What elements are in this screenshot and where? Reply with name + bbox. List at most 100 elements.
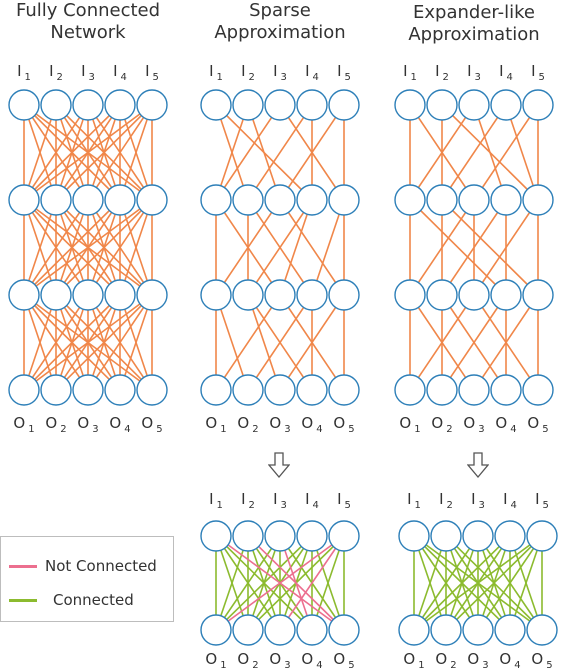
sparse-bipartite-node bbox=[328, 614, 360, 646]
connected-edge bbox=[215, 535, 313, 631]
expander-bipartite-node bbox=[494, 520, 526, 552]
title-sparse: Sparse Approximation bbox=[190, 0, 370, 44]
node-layer bbox=[8, 89, 558, 646]
expander-edge bbox=[441, 104, 507, 201]
connected-edge bbox=[509, 535, 543, 631]
expander-bipartite-node bbox=[398, 520, 430, 552]
fully-connected-edge bbox=[119, 199, 153, 296]
connected-edge bbox=[215, 535, 249, 631]
sparse-node bbox=[296, 184, 328, 216]
expander-bipartite-node bbox=[430, 520, 462, 552]
connected-edge bbox=[445, 535, 543, 631]
down-arrow-icon bbox=[268, 452, 290, 478]
fully-connected-node bbox=[40, 184, 72, 216]
sparse-bipartite-node bbox=[200, 614, 232, 646]
fully-connected-node bbox=[8, 89, 40, 121]
sparse-edge bbox=[215, 104, 249, 201]
down-arrow-icon bbox=[467, 452, 489, 478]
sparse-node bbox=[232, 184, 264, 216]
expander-node bbox=[458, 89, 490, 121]
expander-node bbox=[458, 279, 490, 311]
connected-edge bbox=[413, 535, 543, 631]
legend-label-connected: Connected bbox=[53, 591, 134, 609]
sparse-edge bbox=[311, 199, 345, 296]
expander-bipartite-node bbox=[526, 520, 558, 552]
fully-connected-node bbox=[104, 374, 136, 406]
sparse-edge bbox=[279, 294, 345, 391]
fully-connected-edge bbox=[23, 199, 89, 296]
expander-node bbox=[394, 279, 426, 311]
not-connected-edge bbox=[279, 535, 313, 631]
sparse-edge bbox=[279, 199, 313, 296]
sparse-node bbox=[232, 89, 264, 121]
sparse-node bbox=[232, 279, 264, 311]
fully-connected-node bbox=[40, 374, 72, 406]
title-fully-line2: Network bbox=[50, 22, 126, 43]
expander-edge bbox=[473, 104, 507, 201]
expander-node bbox=[426, 184, 458, 216]
fully-connected-edge bbox=[23, 294, 89, 391]
sparse-edge bbox=[215, 199, 281, 296]
sparse-node bbox=[200, 374, 232, 406]
sparse-node bbox=[264, 374, 296, 406]
expander-edge bbox=[473, 199, 539, 296]
expander-bipartite-node bbox=[462, 520, 494, 552]
title-fully-connected: Fully Connected Network bbox=[0, 0, 176, 44]
sparse-node bbox=[296, 89, 328, 121]
fully-connected-node bbox=[72, 184, 104, 216]
sparse-edge bbox=[247, 294, 313, 391]
expander-node bbox=[522, 279, 554, 311]
expander-edge bbox=[505, 104, 539, 201]
sparse-node bbox=[328, 89, 360, 121]
fully-connected-edge bbox=[87, 104, 153, 201]
sparse-bipartite-node bbox=[264, 520, 296, 552]
expander-edge bbox=[409, 294, 475, 391]
sparse-edge bbox=[247, 294, 281, 391]
expander-node bbox=[522, 184, 554, 216]
fully-connected-node bbox=[136, 279, 168, 311]
sparse-edge bbox=[247, 199, 313, 296]
expander-bipartite-node bbox=[398, 614, 430, 646]
expander-node bbox=[426, 374, 458, 406]
sparse-bipartite-node bbox=[328, 520, 360, 552]
expander-node bbox=[394, 89, 426, 121]
expander-edge bbox=[441, 294, 507, 391]
connected-edge bbox=[477, 535, 543, 631]
fully-connected-node bbox=[8, 184, 40, 216]
sparse-node bbox=[200, 279, 232, 311]
expander-edge bbox=[473, 104, 539, 201]
legend: Not Connected Connected bbox=[0, 536, 174, 622]
sparse-node bbox=[328, 374, 360, 406]
fully-connected-edge bbox=[23, 104, 89, 201]
fully-connected-node bbox=[72, 279, 104, 311]
fully-connected-node bbox=[136, 184, 168, 216]
not-connected-edge bbox=[215, 535, 345, 631]
sparse-edge bbox=[215, 104, 281, 201]
sparse-node bbox=[232, 374, 264, 406]
title-sparse-line2: Approximation bbox=[214, 22, 346, 43]
